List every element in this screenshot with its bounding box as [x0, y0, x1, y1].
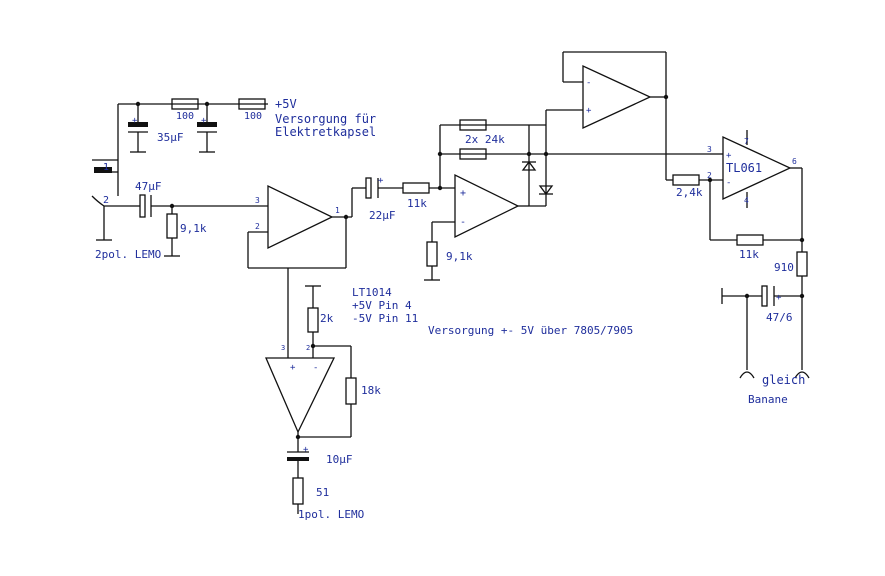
label-c35: 35µF: [157, 131, 184, 144]
u1-pin3: 3: [255, 196, 260, 205]
jack-pin2: 2: [103, 195, 109, 206]
tl-pin3: 3: [707, 145, 712, 154]
label-pin11: -5V Pin 11: [352, 312, 418, 325]
label-r910: 910: [774, 261, 794, 274]
opamp-output: [265, 268, 357, 514]
label-c47: 47µF: [135, 180, 162, 193]
resistor-24k-b: [459, 148, 487, 160]
capacitor-47-6: [761, 285, 768, 307]
opamp-tl061: [672, 130, 810, 379]
capacitor-47uf: [139, 194, 146, 218]
label-c22: 22µF: [369, 209, 396, 222]
u2-minus: -: [460, 217, 466, 228]
label-r91-in: 9,1k: [180, 222, 207, 235]
u1-pin2: 2: [255, 222, 260, 231]
label-c47-6: 47/6: [766, 311, 793, 324]
label-pin4: +5V Pin 4: [352, 299, 412, 312]
buf-plus: +: [586, 106, 592, 116]
jack-pin1: 1: [103, 162, 109, 173]
tl-plus: +: [726, 151, 732, 161]
plus-c22: +: [378, 176, 384, 186]
label-r2k: 2k: [320, 312, 334, 325]
label-r11b: 11k: [739, 248, 759, 261]
opamp-u2: [424, 119, 710, 281]
input-network: [130, 194, 268, 257]
banana-jack-b: [794, 371, 810, 379]
resistor-910: [796, 251, 808, 277]
label-lemo1: 1pol. LEMO: [298, 508, 364, 521]
out-pin-a: 3: [281, 344, 285, 352]
resistor-2k4: [672, 174, 700, 186]
label-r91b: 9,1k: [446, 250, 473, 263]
out-plus: +: [290, 363, 296, 373]
plus-c10: +: [303, 445, 309, 455]
label-versorgung-pm: Versorgung +- 5V über 7805/7905: [428, 324, 633, 337]
tl-pin6: 6: [792, 157, 797, 166]
label-r24k-b: 2,4k: [676, 186, 703, 199]
label-gleich: gleich: [762, 373, 805, 387]
resistor-100-b: [238, 98, 266, 110]
label-versorgung-line1: Versorgung für: [275, 112, 376, 126]
label-r100-b: 100: [244, 111, 262, 122]
tl-minus: -: [726, 178, 731, 188]
label-r18k: 18k: [361, 384, 381, 397]
capacitor-35uf-a: [128, 122, 148, 127]
u2-plus: +: [460, 188, 466, 199]
resistor-9k1-input: [166, 213, 178, 239]
label-c10: 10µF: [326, 453, 353, 466]
capacitor-22uf: [365, 177, 372, 199]
resistor-18k: [345, 377, 357, 405]
plus-c35b: +: [201, 116, 207, 126]
label-r100-a: 100: [176, 111, 194, 122]
connector-2pol-lemo: [91, 159, 130, 241]
label-r11a: 11k: [407, 197, 427, 210]
supply-filter: [117, 98, 268, 196]
label-plus5v: +5V: [275, 97, 297, 111]
tl-pin2: 2: [707, 171, 712, 180]
banana-jack-a: [739, 371, 755, 379]
out-pin-b: 2: [306, 344, 310, 352]
resistor-9k1-b: [426, 241, 438, 267]
resistor-2k: [307, 307, 319, 333]
resistor-11k-a: [402, 182, 430, 194]
u1-pin1: 1: [335, 206, 340, 215]
label-r24: 2x 24k: [465, 133, 505, 146]
resistor-24k-a: [459, 119, 487, 131]
buf-minus: -: [586, 78, 591, 88]
resistor-11k-b: [736, 234, 764, 246]
tl-pin7: 7: [744, 137, 749, 146]
resistor-100-a: [171, 98, 199, 110]
diode-b: [538, 185, 554, 196]
out-minus: -: [313, 363, 318, 373]
label-tl061: TL061: [726, 161, 762, 175]
diode-a: [521, 160, 537, 171]
coupling-22uf: [351, 177, 455, 217]
label-lt1014: LT1014: [352, 286, 392, 299]
plus-c47-6: +: [776, 293, 782, 303]
capacitor-35uf-b: [197, 122, 217, 127]
opamp-buffer: [545, 51, 673, 181]
label-lemo2: 2pol. LEMO: [95, 248, 161, 261]
plus-c35a: +: [132, 116, 138, 126]
resistor-51: [292, 477, 304, 505]
label-versorgung-line2: Elektretkapsel: [275, 125, 376, 139]
tl-pin4: 4: [744, 196, 749, 205]
label-banane: Banane: [748, 393, 788, 406]
capacitor-10uf: [287, 457, 309, 461]
label-r51: 51: [316, 486, 329, 499]
opamp-u1: [247, 184, 352, 269]
